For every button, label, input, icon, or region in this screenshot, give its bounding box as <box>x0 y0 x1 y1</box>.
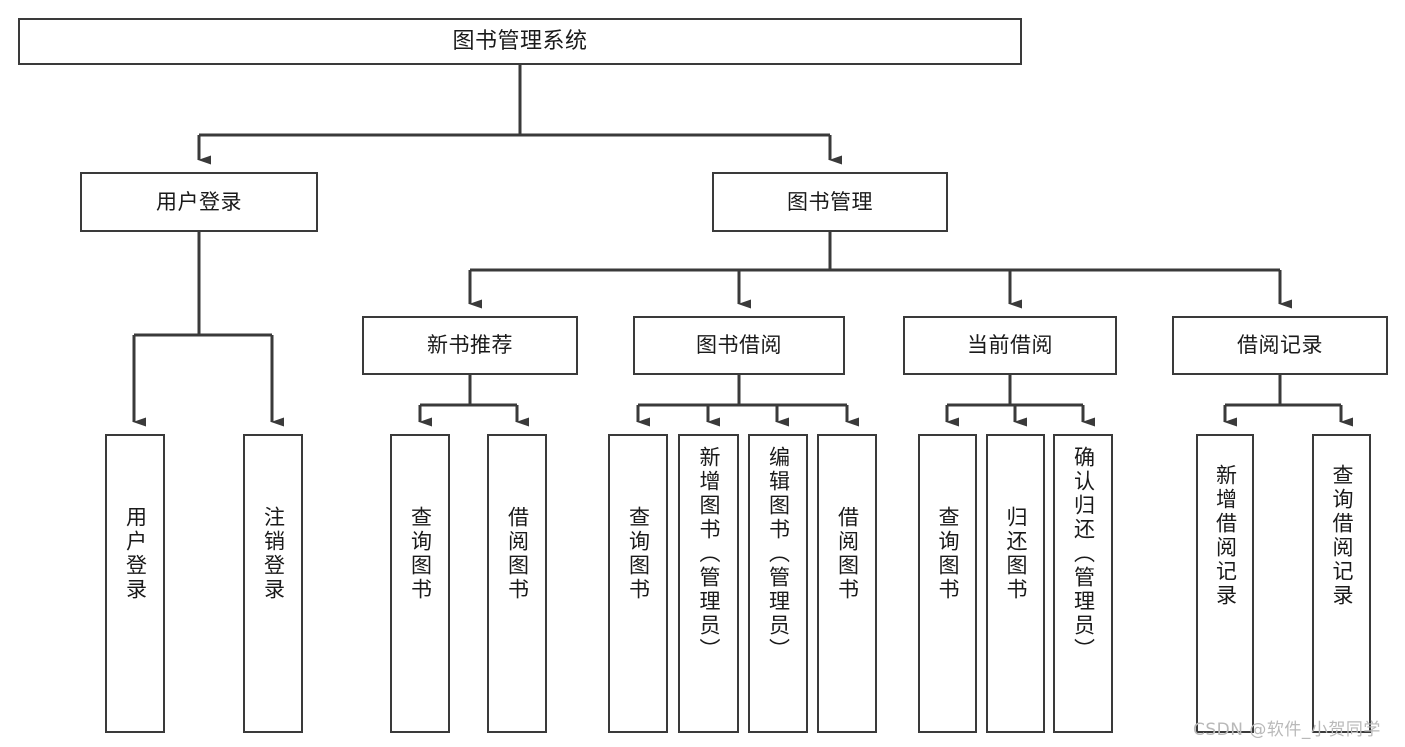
node-user-login[interactable]: 用户登录 <box>80 172 318 232</box>
node-label: 图书管理系统 <box>452 28 588 54</box>
node-label: 借阅图书 <box>835 506 860 602</box>
leaf-edit-book-admin[interactable]: 编辑图书（管理员） <box>748 434 808 733</box>
leaf-confirm-return-admin[interactable]: 确认归还（管理员） <box>1053 434 1113 733</box>
leaf-add-borrow-record[interactable]: 新增借阅记录 <box>1196 434 1254 733</box>
node-label: 查询图书 <box>936 506 960 602</box>
leaf-query-borrow-record[interactable]: 查询借阅记录 <box>1312 434 1371 733</box>
node-label: 图书借阅 <box>696 333 782 358</box>
node-label: 归还图书 <box>1004 506 1028 602</box>
node-label: 确认归还（管理员） <box>1071 446 1096 662</box>
leaf-query-book-recommend[interactable]: 查询图书 <box>390 434 450 733</box>
node-book-borrow[interactable]: 图书借阅 <box>633 316 845 375</box>
node-new-book-recommend[interactable]: 新书推荐 <box>362 316 578 375</box>
node-label: 用户登录 <box>156 189 242 214</box>
node-book-management[interactable]: 图书管理 <box>712 172 948 232</box>
node-label: 当前借阅 <box>967 333 1053 358</box>
node-borrow-record[interactable]: 借阅记录 <box>1172 316 1388 375</box>
node-label: 新增图书（管理员） <box>697 446 721 662</box>
node-label: 注销登录 <box>261 506 286 602</box>
leaf-query-book-current[interactable]: 查询图书 <box>918 434 977 733</box>
leaf-user-login[interactable]: 用户登录 <box>105 434 165 733</box>
node-label: 编辑图书（管理员） <box>766 446 791 662</box>
leaf-borrow-book-recommend[interactable]: 借阅图书 <box>487 434 547 733</box>
node-label: 借阅图书 <box>505 506 530 602</box>
node-label: 图书管理 <box>787 189 873 214</box>
node-label: 新书推荐 <box>427 333 513 358</box>
leaf-borrow-book[interactable]: 借阅图书 <box>817 434 877 733</box>
leaf-logout[interactable]: 注销登录 <box>243 434 303 733</box>
node-label: 查询借阅记录 <box>1330 464 1354 608</box>
node-root[interactable]: 图书管理系统 <box>18 18 1022 65</box>
csdn-watermark: CSDN @软件_小贺同学 <box>1193 720 1381 740</box>
node-label: 用户登录 <box>123 506 148 602</box>
node-label: 查询图书 <box>626 506 651 602</box>
node-label: 查询图书 <box>408 506 433 602</box>
leaf-add-book-admin[interactable]: 新增图书（管理员） <box>678 434 739 733</box>
node-label: 新增借阅记录 <box>1213 464 1238 608</box>
node-label: 借阅记录 <box>1237 333 1323 358</box>
node-current-borrow[interactable]: 当前借阅 <box>903 316 1117 375</box>
leaf-query-book-borrow[interactable]: 查询图书 <box>608 434 668 733</box>
leaf-return-book[interactable]: 归还图书 <box>986 434 1045 733</box>
